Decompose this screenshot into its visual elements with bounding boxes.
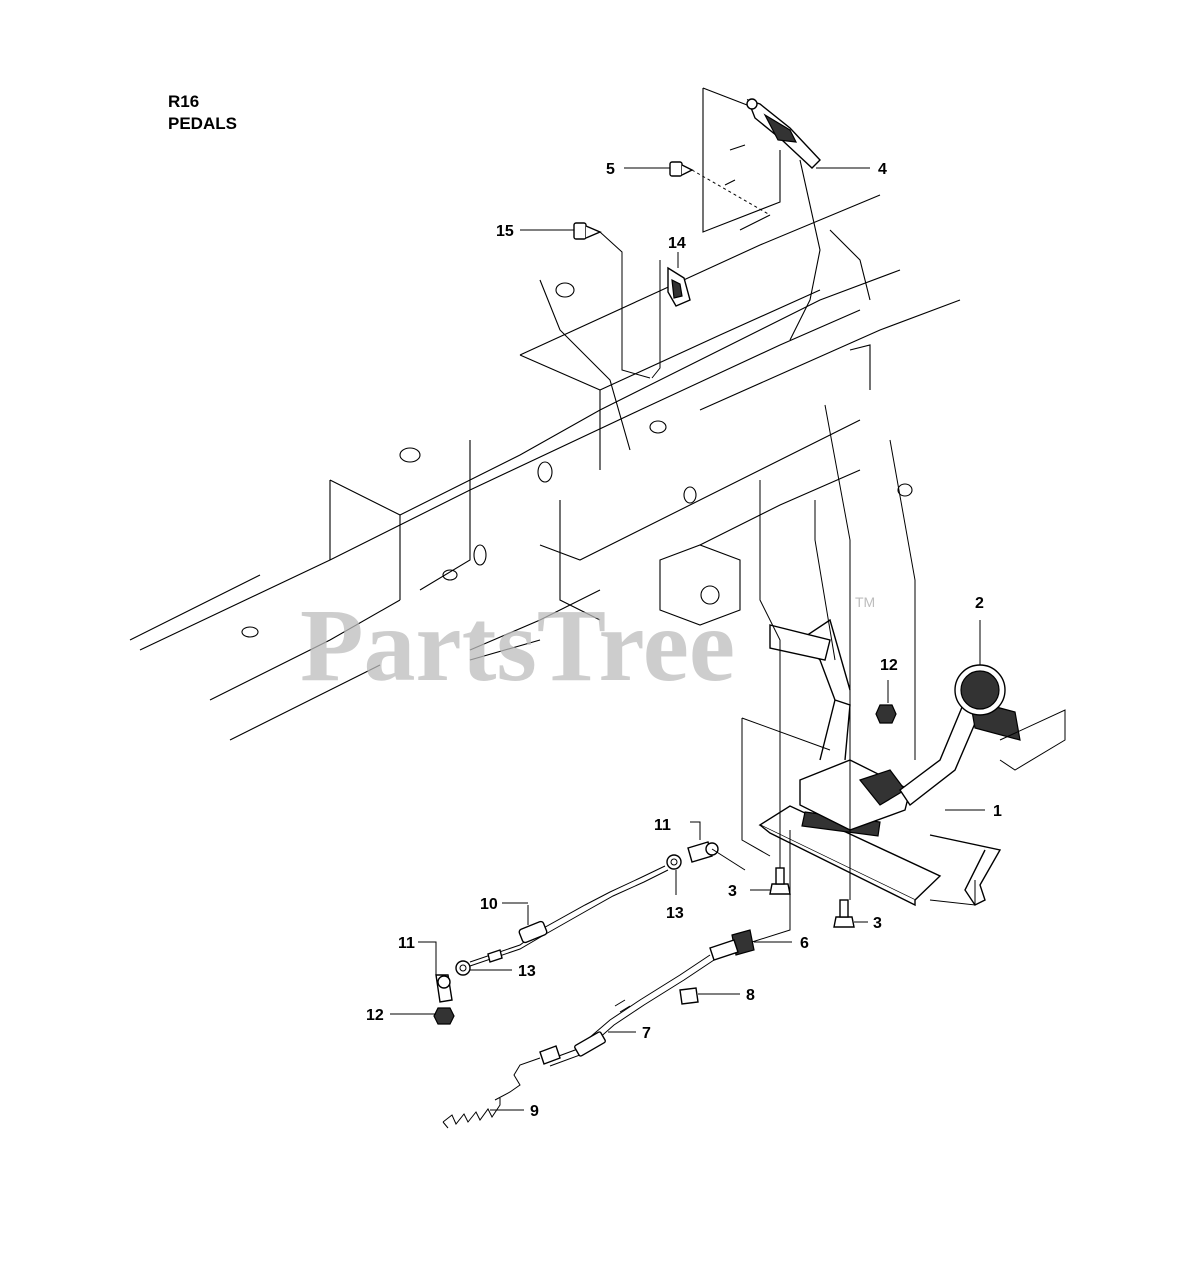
part-3-bolt-right [833, 899, 855, 928]
callout-10: 10 [480, 896, 498, 913]
part-12-nut-lower [433, 1007, 455, 1025]
part-11-ball-joint-lower [418, 941, 453, 1003]
callout-3-right: 3 [873, 915, 882, 932]
part-6-boot [709, 929, 755, 961]
part-5-screw [669, 161, 771, 216]
part-8-clip [679, 987, 699, 1005]
callout-7: 7 [642, 1025, 651, 1042]
callout-15: 15 [496, 223, 514, 240]
callout-12-lower: 12 [366, 1007, 384, 1024]
model-title: R16 [168, 92, 200, 111]
part-9-spring [442, 1098, 501, 1129]
part-7-cable [494, 954, 715, 1101]
watermark: PartsTree TM [300, 588, 875, 703]
part-11-ball-joint-upper [687, 821, 746, 871]
part-13-nut-upper [666, 854, 682, 895]
part-13-nut-lower [455, 960, 471, 976]
callout-4: 4 [878, 161, 887, 178]
callout-13-lower: 13 [518, 963, 536, 980]
watermark-trademark: TM [855, 594, 875, 610]
callout-2: 2 [975, 595, 984, 612]
callout-11-lower: 11 [398, 935, 415, 952]
chassis-frame [129, 87, 961, 741]
callout-14: 14 [668, 235, 686, 252]
callout-11-upper: 11 [654, 817, 671, 834]
callout-12-upper: 12 [880, 657, 898, 674]
callout-1: 1 [993, 803, 1002, 820]
part-2-pedal-pad [954, 620, 1006, 716]
callout-3-left: 3 [728, 883, 737, 900]
callout-8: 8 [746, 987, 755, 1004]
callouts: 1 2 3 3 4 5 6 7 8 9 [366, 161, 1002, 1120]
callout-13-upper: 13 [666, 905, 684, 922]
part-10-cable [469, 865, 669, 967]
part-14-clip [651, 260, 691, 379]
callout-5: 5 [606, 161, 615, 178]
section-title: PEDALS [168, 114, 237, 133]
watermark-text: PartsTree [300, 588, 735, 703]
part-3-bolt-left [769, 867, 791, 895]
part-4-lever [746, 98, 821, 169]
callout-6: 6 [800, 935, 809, 952]
part-15-bolt [573, 222, 651, 379]
part-12-nut-upper [875, 680, 897, 724]
leader-guides [751, 404, 916, 943]
callout-9: 9 [530, 1103, 539, 1120]
